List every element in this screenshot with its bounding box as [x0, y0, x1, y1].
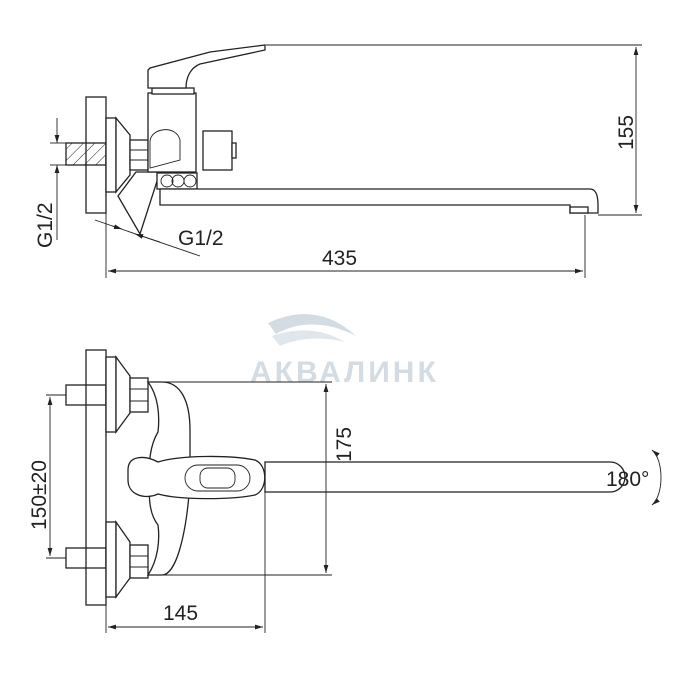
diverter-knob — [202, 130, 233, 171]
lever-handle — [147, 44, 266, 89]
side-view: 155 435 G1/2 G1/2 — [34, 44, 642, 278]
nut-upper — [129, 377, 149, 413]
wall-section — [85, 349, 107, 606]
nut — [129, 139, 149, 171]
dim-centers: 150±20 — [28, 460, 51, 530]
escutcheon-upper — [115, 355, 131, 434]
escutcheon-lower — [115, 519, 131, 599]
dim-inlet-thread: G1/2 — [34, 202, 57, 248]
spout — [159, 188, 599, 214]
watermark-brand: АКВАЛИНК — [250, 356, 439, 389]
dim-height-175: 175 — [333, 427, 356, 462]
aerator — [569, 206, 589, 214]
escutcheon — [105, 117, 117, 193]
dim-outlet-thread: G1/2 — [178, 227, 224, 250]
dim-depth-145: 145 — [163, 602, 198, 625]
dim-length-435: 435 — [322, 247, 357, 270]
lever-handle — [127, 455, 266, 500]
rotation-arrow-icon — [651, 449, 662, 506]
rotation-label: 180° — [606, 468, 649, 491]
inlet-pipe — [65, 142, 107, 166]
spout — [264, 461, 626, 493]
top-view: 175 145 150±20 180° — [28, 349, 662, 633]
nut-lower — [129, 544, 149, 579]
watermark-logo: АКВАЛИНК — [250, 314, 439, 389]
dim-height-155: 155 — [615, 115, 638, 150]
